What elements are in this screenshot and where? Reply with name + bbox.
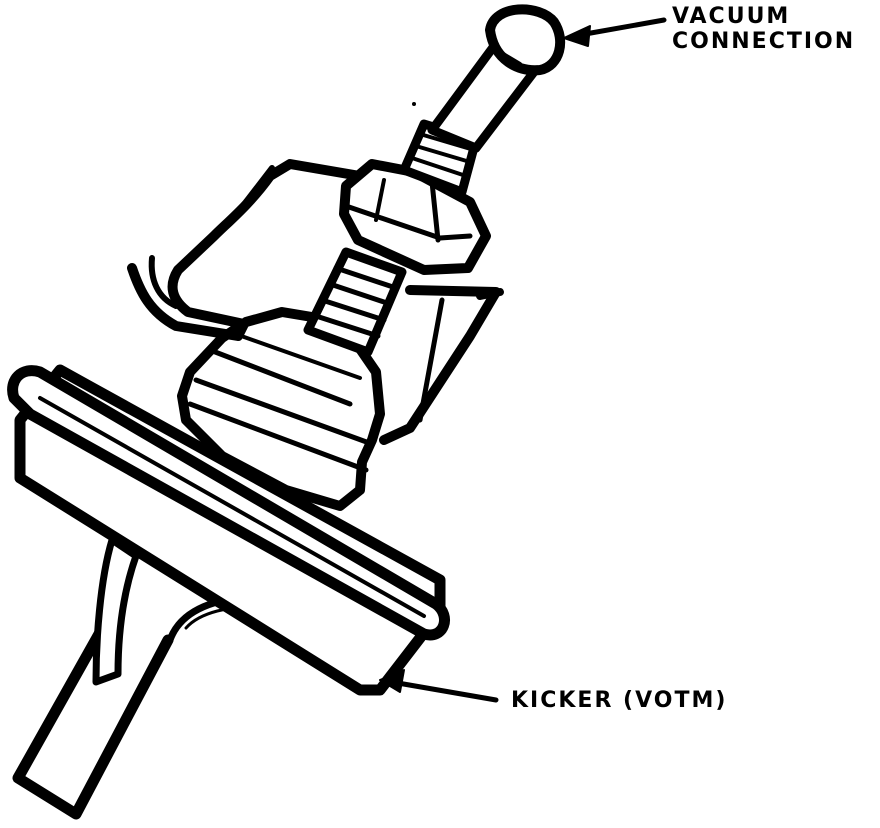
vacuum-connection-label-line1: VACUUM — [672, 4, 791, 29]
vacuum-nipple — [432, 9, 560, 148]
kicker-label: KICKER (VOTM) — [511, 688, 728, 713]
mounting-bracket — [132, 164, 500, 440]
vacuum-leader-line — [564, 20, 664, 46]
vacuum-connection-label-line2: CONNECTION — [672, 29, 856, 54]
hex-nut — [344, 164, 486, 270]
diaphragm-housing — [13, 370, 445, 690]
threaded-stud — [308, 252, 402, 352]
speck — [412, 102, 416, 106]
kicker-leader-line — [380, 670, 496, 700]
